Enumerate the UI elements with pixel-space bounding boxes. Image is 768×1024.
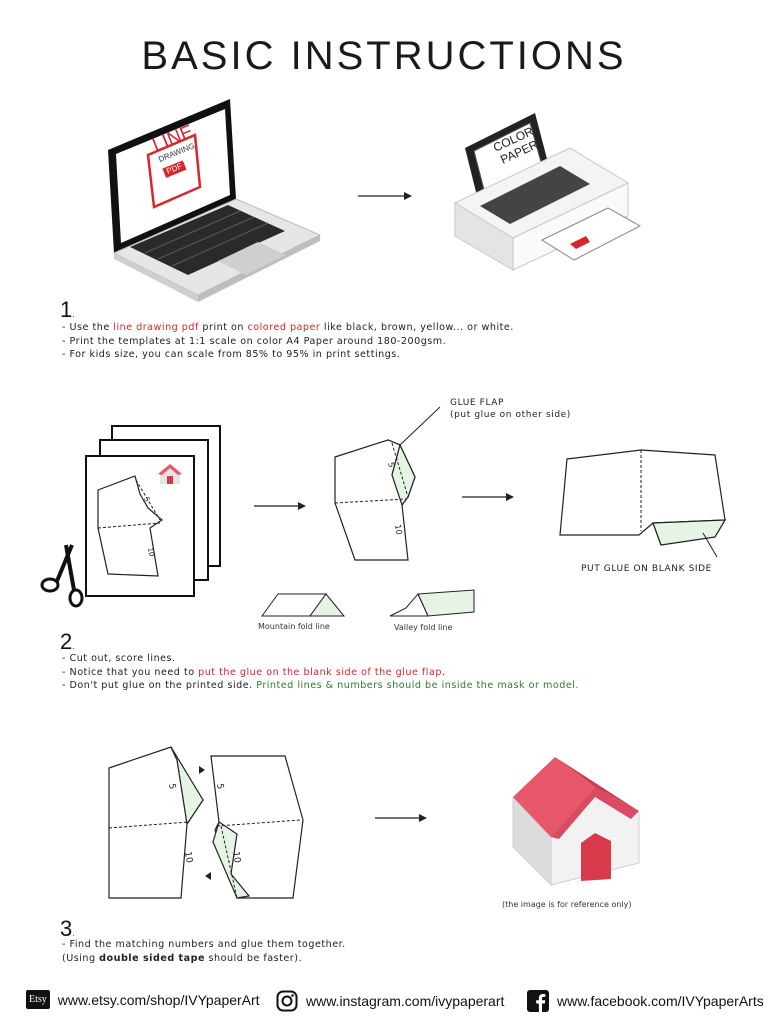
step-1-instructions: - Use the line drawing pdf print on colo… xyxy=(62,321,514,362)
svg-text:5: 5 xyxy=(214,783,225,790)
glue-flap-label: GLUE FLAP (put glue on other side) xyxy=(450,398,571,420)
svg-text:5: 5 xyxy=(142,496,151,503)
svg-text:10: 10 xyxy=(393,524,404,536)
step-3-instructions: - Find the matching numbers and glue the… xyxy=(62,938,346,965)
instagram-url: www.instagram.com/ivypaperart xyxy=(306,993,505,1009)
mountain-fold-label: Mountain fold line xyxy=(258,622,330,631)
scissors-icon xyxy=(40,544,84,608)
step-2-number: 2. xyxy=(60,629,75,654)
arrow-icon xyxy=(254,502,306,510)
etsy-icon: Etsy xyxy=(26,990,50,1009)
blank-side-label: PUT GLUE ON BLANK SIDE xyxy=(581,564,712,574)
printer-illustration xyxy=(453,113,642,271)
svg-text:10: 10 xyxy=(182,851,194,864)
step-3-line-1: - Find the matching numbers and glue the… xyxy=(62,939,346,950)
svg-text:5: 5 xyxy=(166,783,177,790)
step-3-line-2: (Using double sided tape should be faste… xyxy=(62,952,303,964)
instagram-icon xyxy=(276,990,298,1012)
valley-fold-illustration xyxy=(389,589,475,617)
glue-flap-template-illustration: 5 10 xyxy=(334,406,441,561)
svg-text:10: 10 xyxy=(230,851,242,864)
arrow-icon xyxy=(375,814,427,822)
instagram-link[interactable]: www.instagram.com/ivypaperart xyxy=(276,990,504,1012)
valley-fold-label: Valley fold line xyxy=(394,623,453,632)
facebook-url: www.facebook.com/IVYpaperArts xyxy=(557,993,764,1009)
arrow-icon xyxy=(358,192,412,200)
mountain-fold-illustration xyxy=(261,593,346,617)
etsy-link[interactable]: Etsy www.etsy.com/shop/IVYpaperArt xyxy=(26,990,260,1009)
step-2-line-2: - Notice that you need to put the glue o… xyxy=(62,666,446,678)
facebook-icon xyxy=(527,990,549,1012)
page-title: BASIC INSTRUCTIONS xyxy=(141,34,627,78)
step-1-line-2: - Print the templates at 1:1 scale on co… xyxy=(62,335,447,347)
laptop-illustration xyxy=(108,99,322,302)
arrow-icon xyxy=(462,493,514,501)
flat-template-illustration xyxy=(559,449,727,558)
glue-flap-note: (put glue on other side) xyxy=(450,410,571,420)
step-2-line-1: - Cut out, score lines. xyxy=(62,653,176,664)
svg-text:5: 5 xyxy=(386,461,396,468)
step-1-line-1: - Use the line drawing pdf print on colo… xyxy=(62,322,514,333)
facebook-link[interactable]: www.facebook.com/IVYpaperArts xyxy=(527,990,764,1012)
paper-house-model-illustration xyxy=(512,757,640,887)
step-3-number: 3. xyxy=(60,916,75,941)
reference-note: (the image is for reference only) xyxy=(502,900,632,909)
step-1-number: 1. xyxy=(60,297,75,322)
matching-pieces-illustration: 5 10 5 10 xyxy=(108,746,304,899)
step-1-line-3: - For kids size, you can scale from 85% … xyxy=(62,349,401,360)
template-sheets-illustration: 5 10 xyxy=(40,425,221,608)
etsy-url: www.etsy.com/shop/IVYpaperArt xyxy=(57,991,260,1008)
svg-text:10: 10 xyxy=(146,547,155,557)
step-2-line-3: - Don't put glue on the printed side. Pr… xyxy=(62,680,579,691)
step-2-instructions: - Cut out, score lines. - Notice that yo… xyxy=(62,652,579,693)
